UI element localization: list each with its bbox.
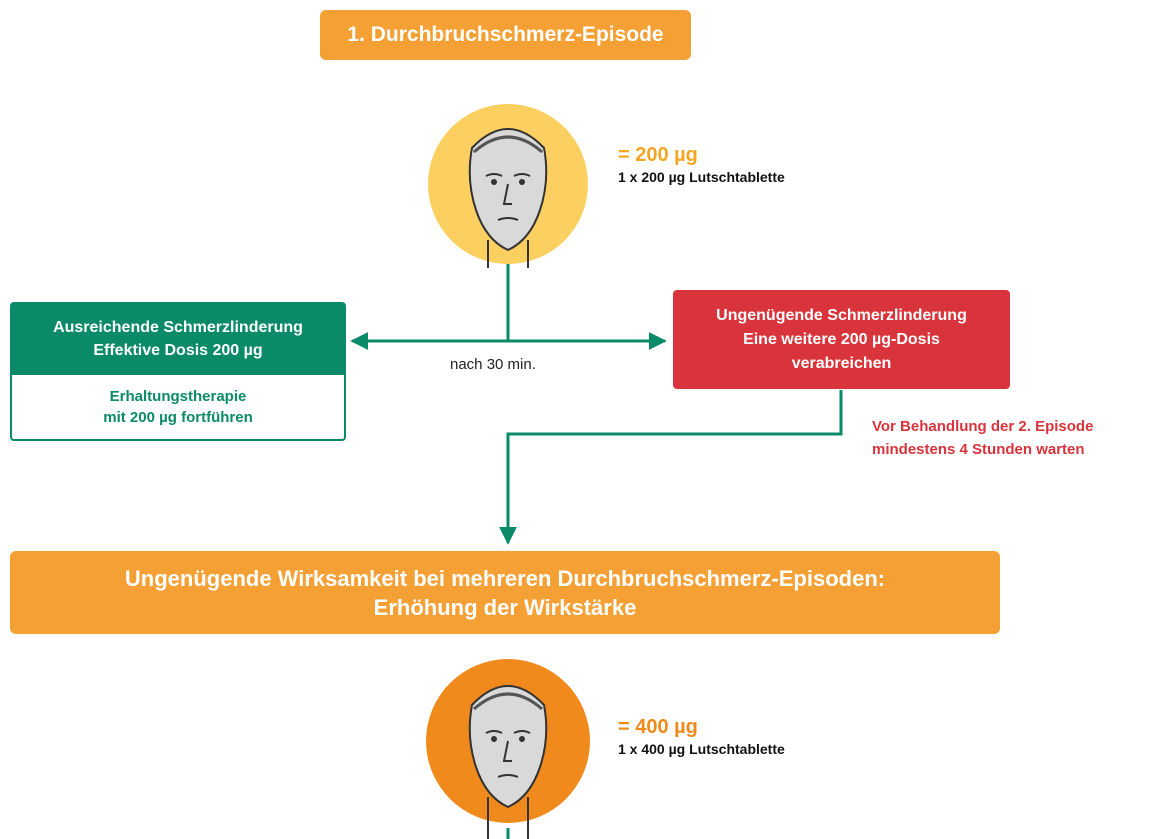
- administer-line: verabreichen: [791, 354, 892, 372]
- banner-line2: Erhöhung der Wirkstärke: [373, 594, 637, 620]
- face-illustration: [468, 128, 548, 268]
- dose-value-400: = 400 µg: [618, 716, 698, 738]
- strength-increase-banner: Ungenügende Wirksamkeit bei mehreren Dur…: [10, 551, 1000, 634]
- dose-value-200: = 200 µg: [618, 144, 698, 166]
- delay-label: nach 30 min.: [450, 356, 536, 373]
- dose-info-400: = 400 µg 1 x 400 µg Lutschtablette: [618, 716, 918, 757]
- face-illustration-2: [468, 685, 548, 839]
- insufficient-relief-title: Ungenügende Schmerzlinderung: [716, 306, 967, 324]
- sufficient-relief-title: Ausreichende Schmerzlinderung: [53, 318, 303, 336]
- maintenance-therapy-box: Erhaltungstherapie mit 200 µg fortführen: [10, 375, 346, 441]
- maintenance-line2: mit 200 µg fortführen: [103, 409, 253, 426]
- wait-note: Vor Behandlung der 2. Episode mindestens…: [872, 415, 1169, 461]
- maintenance-line1: Erhaltungstherapie: [109, 388, 247, 405]
- wait-note-line1: Vor Behandlung der 2. Episode: [872, 418, 1094, 435]
- sufficient-relief-header: Ausreichende Schmerzlinderung Effektive …: [10, 302, 346, 375]
- insufficient-relief-box: Ungenügende Schmerzlinderung Eine weiter…: [673, 290, 1010, 389]
- dose-description-400: 1 x 400 µg Lutschtablette: [618, 741, 785, 757]
- wait-note-line2: mindestens 4 Stunden warten: [872, 441, 1085, 458]
- dose-description-200: 1 x 200 µg Lutschtablette: [618, 169, 785, 185]
- banner-line1: Ungenügende Wirksamkeit bei mehreren Dur…: [124, 565, 886, 591]
- dose-info-200: = 200 µg 1 x 200 µg Lutschtablette: [618, 144, 918, 185]
- patient-face-icon-400: [426, 659, 590, 839]
- patient-face-icon: [428, 104, 588, 268]
- additional-dose-line: Eine weitere 200 µg-Dosis: [743, 330, 940, 348]
- connector-insufficient-to-banner: [499, 390, 843, 545]
- episode-title: 1. Durchbruchschmerz-Episode: [320, 10, 691, 60]
- effective-dose-label: Effektive Dosis 200 µg: [93, 341, 263, 359]
